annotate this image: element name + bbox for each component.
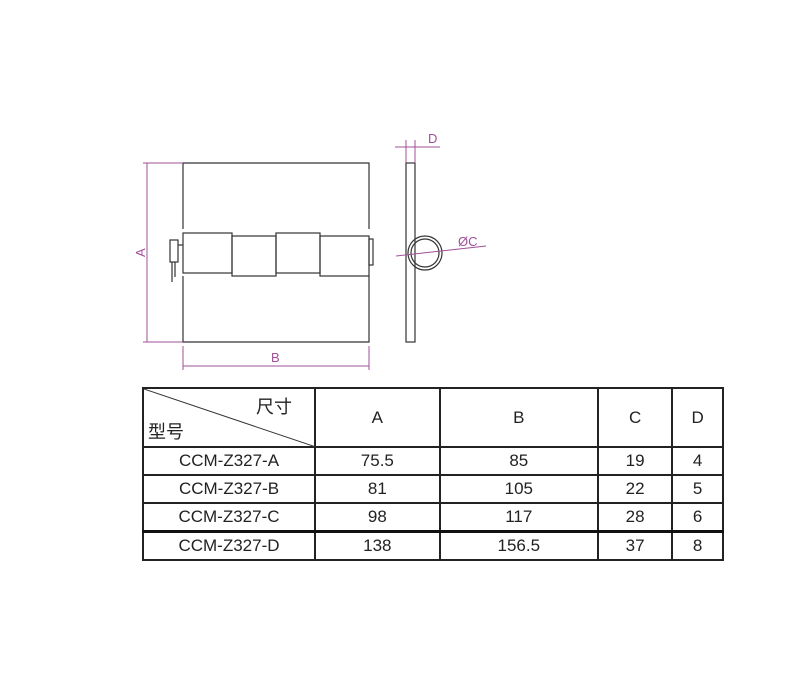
a-cell: 75.5: [314, 446, 441, 476]
pin-end: [368, 238, 374, 266]
header-b: B: [438, 387, 599, 448]
c-cell: 37: [596, 530, 674, 561]
header-d: D: [671, 387, 724, 448]
a-cell: 81: [314, 474, 441, 504]
knuckle-1: [182, 232, 233, 274]
b-cell: 85: [438, 446, 599, 476]
d-cell: 4: [671, 446, 724, 476]
hinge-drawing: A B ØC D: [133, 131, 487, 370]
dimension-c-label: ØC: [458, 234, 478, 249]
table-header-row: 尺寸 型号 A B C D: [142, 387, 724, 448]
b-cell: 105: [438, 474, 599, 504]
model-cell: CCM-Z327-A: [142, 446, 316, 476]
dimension-a-label: A: [133, 248, 148, 257]
table-row: CCM-Z327-B 81 105 22 5: [142, 474, 724, 504]
corner-model-label: 型号: [148, 422, 184, 442]
bottom-leaf: [182, 276, 370, 343]
top-leaf: [182, 162, 370, 229]
model-cell: CCM-Z327-D: [142, 530, 316, 561]
b-cell: 156.5: [438, 530, 599, 561]
hinge-front-view: [169, 162, 374, 343]
dimension-b-label: B: [271, 350, 280, 365]
dimension-lines: [143, 140, 487, 370]
b-cell: 117: [438, 502, 599, 533]
c-cell: 28: [596, 502, 674, 533]
knuckle-3: [275, 232, 321, 274]
table-row: CCM-Z327-A 75.5 85 19 4: [142, 446, 724, 476]
d-cell: 6: [671, 502, 724, 533]
c-cell: 19: [596, 446, 674, 476]
table-row: CCM-Z327-C 98 117 28 6: [142, 502, 724, 533]
knuckle-2: [231, 235, 277, 277]
c-cell: 22: [596, 474, 674, 504]
d-cell: 5: [671, 474, 724, 504]
corner-size-label: 尺寸: [256, 397, 292, 417]
model-cell: CCM-Z327-C: [142, 502, 316, 533]
model-cell: CCM-Z327-B: [142, 474, 316, 504]
a-cell: 138: [314, 530, 441, 561]
header-c: C: [596, 387, 674, 448]
corner-cell: 尺寸 型号: [142, 387, 316, 448]
header-a: A: [314, 387, 441, 448]
size-table: 尺寸 型号 A B C D CCM-Z327-A 75.5 85 19 4 CC…: [142, 387, 724, 561]
d-cell: 8: [671, 530, 724, 561]
dimension-d-label: D: [428, 131, 437, 146]
pin-head: [169, 239, 179, 263]
a-cell: 98: [314, 502, 441, 533]
knuckle-4: [319, 235, 370, 277]
table-row: CCM-Z327-D 138 156.5 37 8: [142, 530, 724, 561]
hinge-side-view: [405, 162, 443, 343]
